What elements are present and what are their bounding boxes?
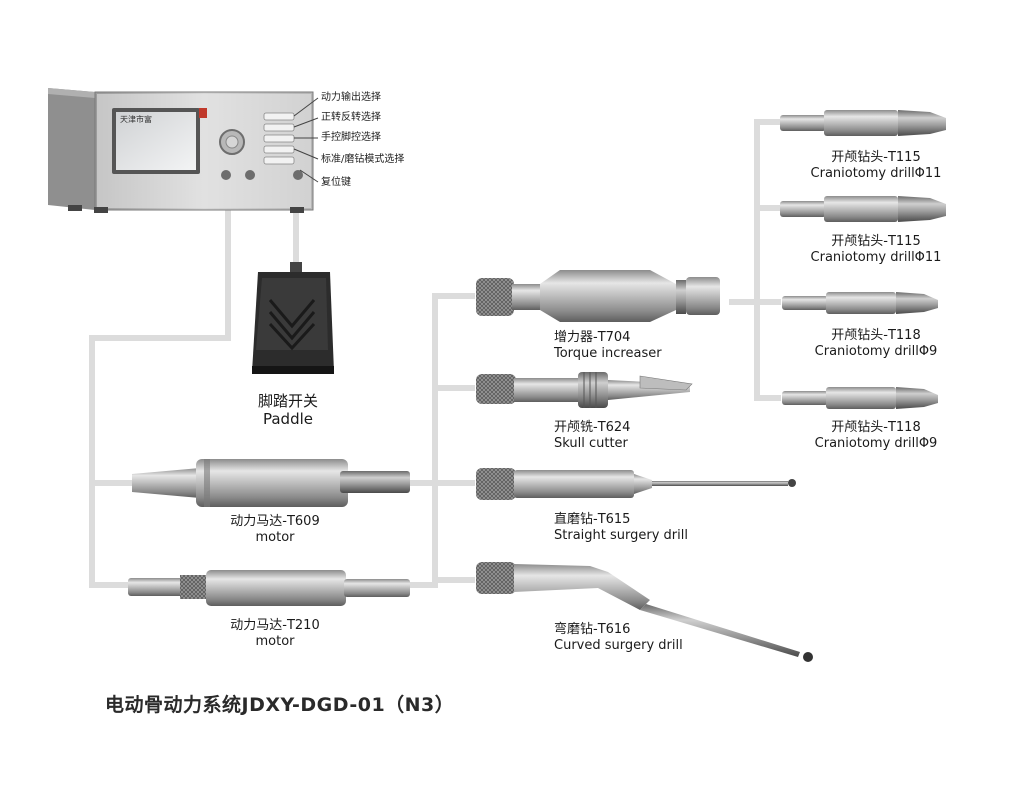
motor-t609-zh: 动力马达-T609 [230,514,320,529]
control-label-direction: 正转反转选择 [321,112,381,123]
torque-increaser-label: 增力器-T704 Torque increaser [554,330,662,362]
curved-drill-zh: 弯磨钻-T616 [554,622,631,637]
motor-t609-label: 动力马达-T609 motor [210,514,340,546]
drill-bit-t118-a [782,292,938,314]
curved-drill-en: Curved surgery drill [554,638,683,653]
torque-increaser-t704 [476,270,720,322]
skull-cutter-t624 [476,372,693,408]
motor-t210 [128,570,410,606]
straight-drill-en: Straight surgery drill [554,528,688,543]
drill-bit-t118-b [782,387,938,409]
motor-t609 [132,459,410,507]
drill-t115-a-zh: 开颅钻头-T115 [831,150,921,165]
skull-cutter-label: 开颅铣-T624 Skull cutter [554,420,630,452]
control-label-mode: 标准/磨钻模式选择 [321,154,405,165]
straight-drill-label: 直磨钻-T615 Straight surgery drill [554,512,688,544]
skull-cutter-en: Skull cutter [554,436,628,451]
control-label-power-output: 动力输出选择 [321,92,381,103]
drill-t118-b-label: 开颅钻头-T118 Craniotomy drillΦ9 [800,420,952,452]
drill-bit-t115-a [780,110,946,136]
drill-t118-a-en: Craniotomy drillΦ9 [814,344,938,359]
torque-increaser-en: Torque increaser [554,346,662,361]
straight-drill-t615 [476,468,796,500]
drill-t118-a-zh: 开颅钻头-T118 [831,328,921,343]
drill-bit-t115-b [780,196,946,222]
motor-t210-label: 动力马达-T210 motor [210,618,340,650]
motor-t210-zh: 动力马达-T210 [230,618,320,633]
paddle-label: 脚踏开关 Paddle [248,392,328,428]
curved-drill-t616 [476,562,813,662]
paddle-label-en: Paddle [262,410,313,428]
paddle-label-zh: 脚踏开关 [257,392,318,410]
skull-cutter-zh: 开颅铣-T624 [554,420,631,435]
drill-t115-b-zh: 开颅钻头-T115 [831,234,921,249]
drill-t118-b-en: Craniotomy drillΦ9 [814,436,938,451]
control-label-reset: 复位键 [321,177,351,188]
drill-t115-b-label: 开颅钻头-T115 Craniotomy drillΦ11 [800,234,952,266]
drill-t118-b-zh: 开颅钻头-T118 [831,420,921,435]
control-label-hand-foot: 手控脚控选择 [321,132,381,143]
drill-t118-a-label: 开颅钻头-T118 Craniotomy drillΦ9 [800,328,952,360]
drill-t115-a-en: Craniotomy drillΦ11 [810,166,942,181]
curved-drill-label: 弯磨钻-T616 Curved surgery drill [554,622,683,654]
console-brand: 天津市富 [120,115,152,124]
foot-pedal [252,262,334,374]
motor-t210-en: motor [255,634,295,649]
straight-drill-zh: 直磨钻-T615 [554,512,631,527]
drill-t115-b-en: Craniotomy drillΦ11 [810,250,942,265]
torque-increaser-zh: 增力器-T704 [554,330,631,345]
drill-t115-a-label: 开颅钻头-T115 Craniotomy drillΦ11 [800,150,952,182]
motor-t609-en: motor [255,530,295,545]
system-title: 电动骨动力系统JDXY-DGD-01（N3） [105,694,455,716]
connector-lines [89,119,781,588]
control-console [48,88,319,213]
